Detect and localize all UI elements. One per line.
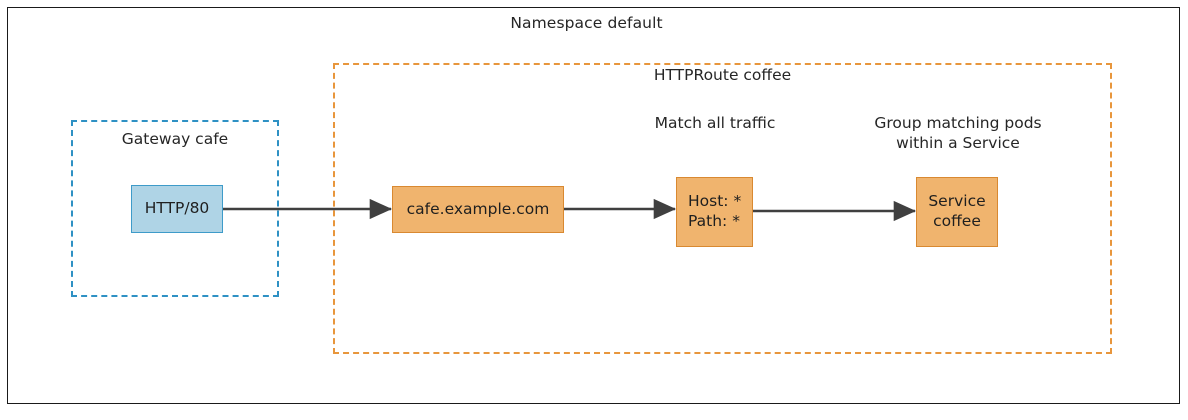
caption-service-line1: Group matching <box>874 114 1000 132</box>
caption-match-line2: traffic <box>729 114 776 132</box>
node-service-kind: Service <box>928 192 986 211</box>
node-hostname-label: cafe.example.com <box>406 199 550 218</box>
node-listener-label: HTTP/80 <box>144 199 210 218</box>
node-listener-http80[interactable]: HTTP/80 <box>131 185 223 233</box>
node-match-host: Host: * <box>688 192 742 211</box>
node-service-coffee[interactable]: Service coffee <box>916 177 998 247</box>
caption-service-grouping: Group matching pods within a Service <box>862 113 1054 153</box>
caption-service-line2: pods within a Service <box>896 114 1042 153</box>
namespace-title: Namespace default <box>510 14 663 32</box>
gateway-title: Gateway cafe <box>121 130 229 148</box>
caption-match-line1: Match all <box>654 114 725 132</box>
caption-match-all-traffic: Match all traffic <box>640 113 790 133</box>
node-service-name: coffee <box>933 212 981 230</box>
node-match-rules[interactable]: Host: * Path: * <box>676 177 753 247</box>
httproute-title: HTTPRoute coffee <box>653 66 792 84</box>
node-match-path: Path: * <box>688 212 740 230</box>
node-hostname[interactable]: cafe.example.com <box>392 186 564 233</box>
